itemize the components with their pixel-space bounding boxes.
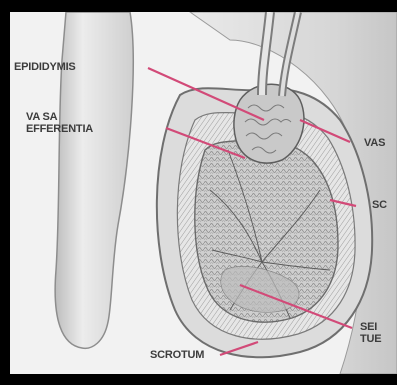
- label-scrotum: SCROTUM: [150, 350, 204, 361]
- label-seminiferous-line2: TUE: [360, 334, 381, 345]
- label-vasa-efferentia-line2: EFFERENTIA: [26, 124, 93, 135]
- label-vas: VAS: [364, 138, 385, 149]
- label-sc: SC: [372, 200, 387, 211]
- epididymis-shape: [234, 84, 304, 163]
- label-epididymis: EPIDIDYMIS: [14, 62, 76, 73]
- label-seminiferous-line1: SEI: [360, 322, 377, 333]
- label-vasa-efferentia-line1: VA SA: [26, 112, 57, 123]
